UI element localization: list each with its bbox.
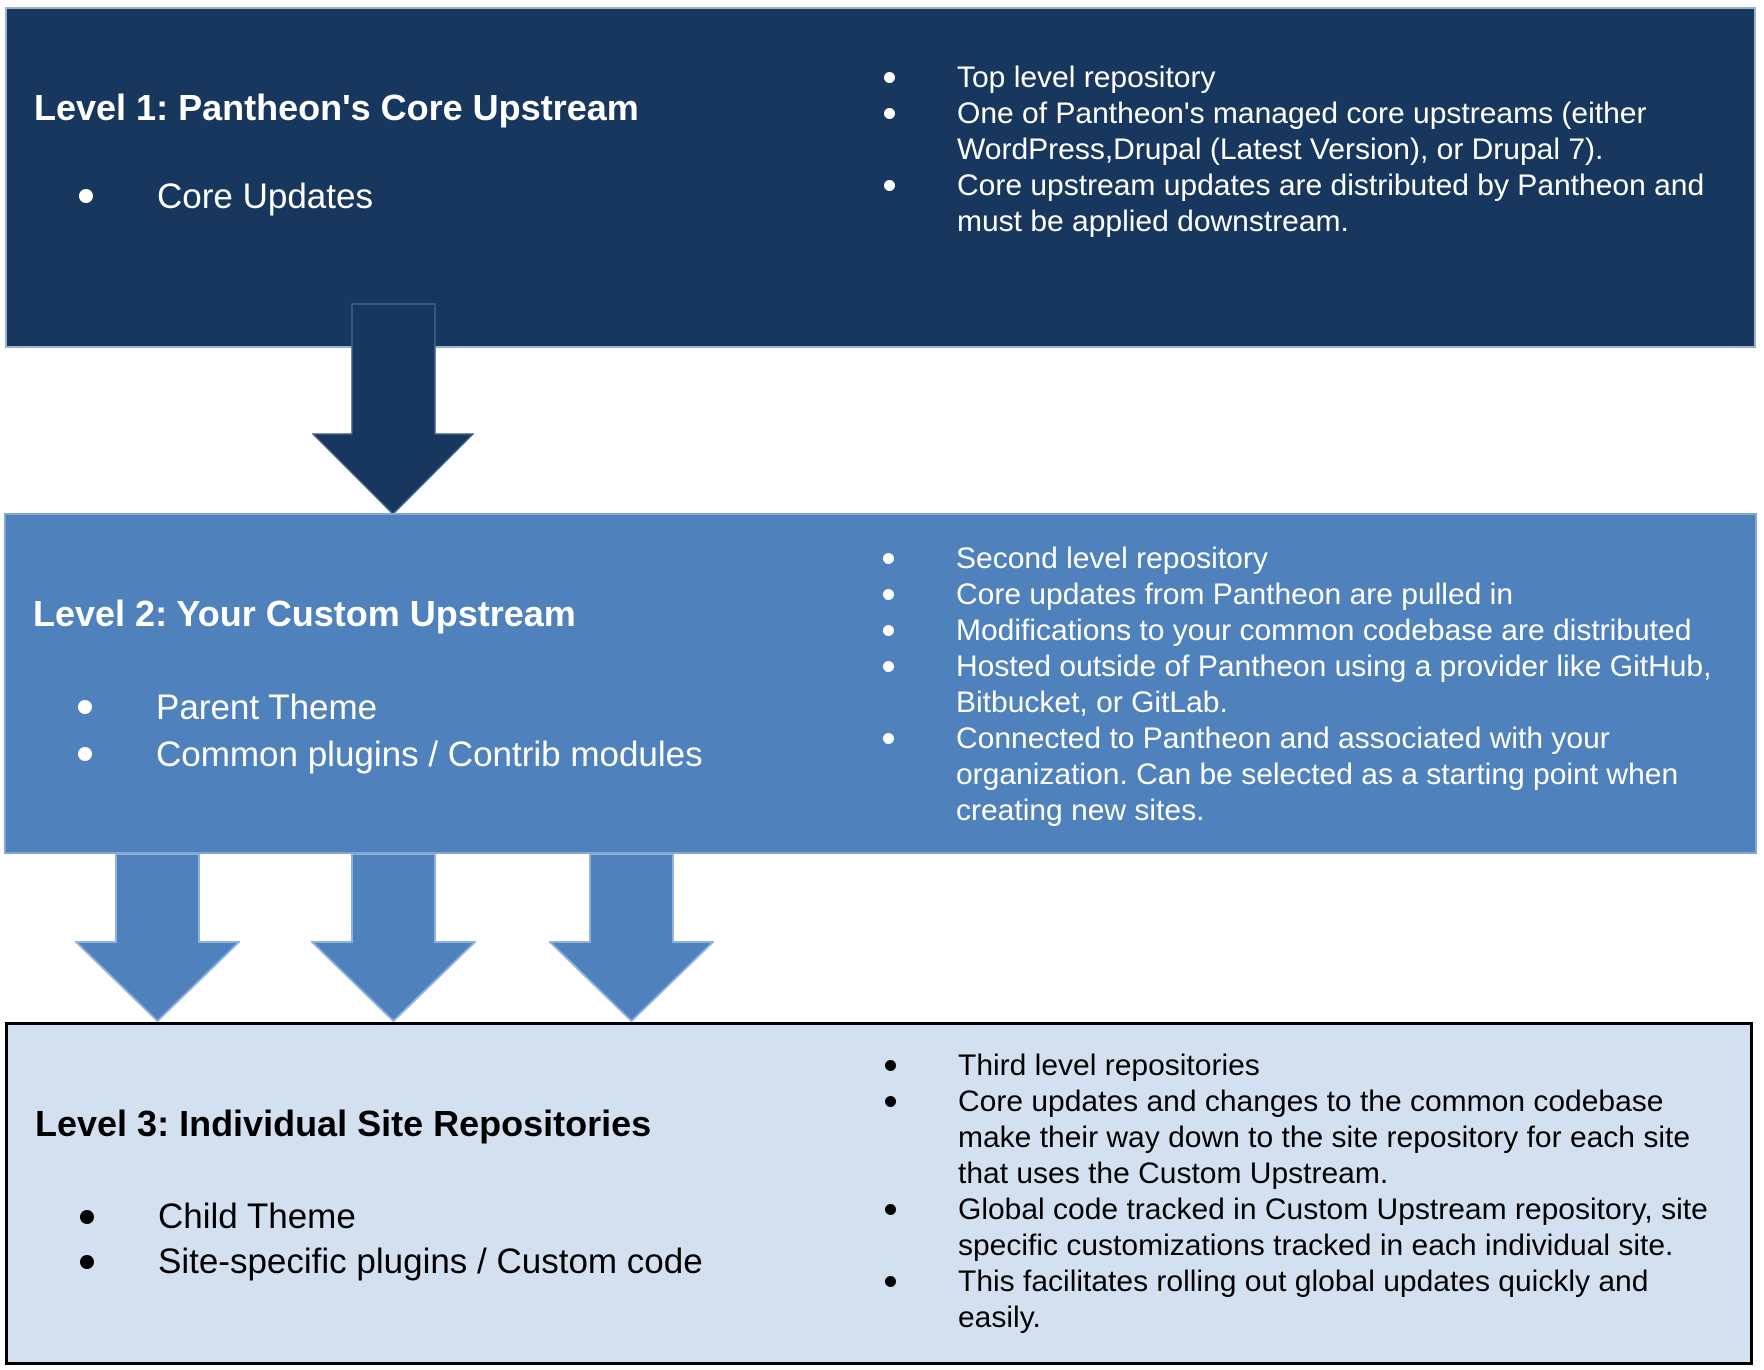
bullet-icon xyxy=(883,661,894,672)
bullet-text: Third level repositories xyxy=(958,1049,1260,1082)
bullet-icon xyxy=(78,747,92,761)
list-item: Parent Theme xyxy=(78,684,778,731)
bullet-icon xyxy=(885,1276,896,1287)
down-arrow-icon xyxy=(311,854,476,1022)
list-item: This facilitates rolling out global upda… xyxy=(885,1264,1745,1336)
list-item: One of Pantheon's managed core upstreams… xyxy=(884,96,1744,168)
list-item: Second level repository xyxy=(883,541,1743,577)
bullet-text: Modifications to your common codebase ar… xyxy=(956,614,1692,647)
bullet-icon xyxy=(883,733,894,744)
bullet-text: Hosted outside of Pantheon using a provi… xyxy=(956,650,1712,719)
list-item: Core Updates xyxy=(79,173,779,221)
level-2-title: Level 2: Your Custom Upstream xyxy=(33,593,576,634)
bullet-icon xyxy=(885,1096,896,1107)
list-item: Third level repositories xyxy=(885,1048,1745,1084)
down-arrow-icon xyxy=(75,854,240,1022)
level-2-box: Level 2: Your Custom Upstream Parent The… xyxy=(4,513,1757,854)
bullet-text: Parent Theme xyxy=(156,688,378,727)
list-item: Hosted outside of Pantheon using a provi… xyxy=(883,649,1743,721)
bullet-icon xyxy=(883,589,894,600)
list-item: Common plugins / Contrib modules xyxy=(78,731,778,778)
down-arrow-icon xyxy=(549,854,714,1022)
bullet-icon xyxy=(884,72,895,83)
list-item: Top level repository xyxy=(884,60,1744,96)
list-item: Core updates and changes to the common c… xyxy=(885,1084,1745,1192)
bullet-icon xyxy=(80,1255,94,1269)
bullet-icon xyxy=(883,553,894,564)
bullet-icon xyxy=(885,1060,896,1071)
bullet-text: One of Pantheon's managed core upstreams… xyxy=(957,97,1647,166)
bullet-icon xyxy=(883,625,894,636)
bullet-text: Second level repository xyxy=(956,542,1268,575)
bullet-text: Connected to Pantheon and associated wit… xyxy=(956,722,1679,827)
level-1-title: Level 1: Pantheon's Core Upstream xyxy=(34,87,639,128)
bullet-text: Core Updates xyxy=(157,177,373,216)
level-1-left-list: Core Updates xyxy=(79,173,779,221)
bullet-text: Child Theme xyxy=(158,1197,356,1236)
bullet-text: Site-specific plugins / Custom code xyxy=(158,1242,703,1281)
bullet-text: Core upstream updates are distributed by… xyxy=(957,169,1705,238)
down-arrow-icon xyxy=(312,303,474,515)
list-item: Child Theme xyxy=(80,1194,780,1239)
level-3-title: Level 3: Individual Site Repositories xyxy=(35,1103,652,1144)
level-2-right-list: Second level repository Core updates fro… xyxy=(883,541,1743,829)
bullet-text: Global code tracked in Custom Upstream r… xyxy=(958,1193,1708,1262)
list-item: Site-specific plugins / Custom code xyxy=(80,1239,780,1284)
level-1-right-list: Top level repository One of Pantheon's m… xyxy=(884,60,1744,240)
bullet-text: Common plugins / Contrib modules xyxy=(156,735,703,774)
bullet-icon xyxy=(884,180,895,191)
bullet-text: Core updates from Pantheon are pulled in xyxy=(956,578,1514,611)
bullet-icon xyxy=(80,1210,94,1224)
level-3-left-list: Child Theme Site-specific plugins / Cust… xyxy=(80,1194,780,1284)
level-2-left-list: Parent Theme Common plugins / Contrib mo… xyxy=(78,684,778,778)
bullet-text: This facilitates rolling out global upda… xyxy=(958,1265,1649,1334)
level-1-box: Level 1: Pantheon's Core Upstream Core U… xyxy=(5,7,1756,348)
bullet-icon xyxy=(78,700,92,714)
bullet-text: Top level repository xyxy=(957,61,1216,94)
bullet-icon xyxy=(885,1204,896,1215)
list-item: Global code tracked in Custom Upstream r… xyxy=(885,1192,1745,1264)
level-3-right-list: Third level repositories Core updates an… xyxy=(885,1048,1745,1336)
bullet-icon xyxy=(79,189,93,203)
bullet-icon xyxy=(884,108,895,119)
bullet-text: Core updates and changes to the common c… xyxy=(958,1085,1691,1190)
list-item: Core upstream updates are distributed by… xyxy=(884,168,1744,240)
list-item: Modifications to your common codebase ar… xyxy=(883,613,1743,649)
level-3-box: Level 3: Individual Site Repositories Ch… xyxy=(5,1022,1753,1365)
list-item: Core updates from Pantheon are pulled in xyxy=(883,577,1743,613)
list-item: Connected to Pantheon and associated wit… xyxy=(883,721,1743,829)
